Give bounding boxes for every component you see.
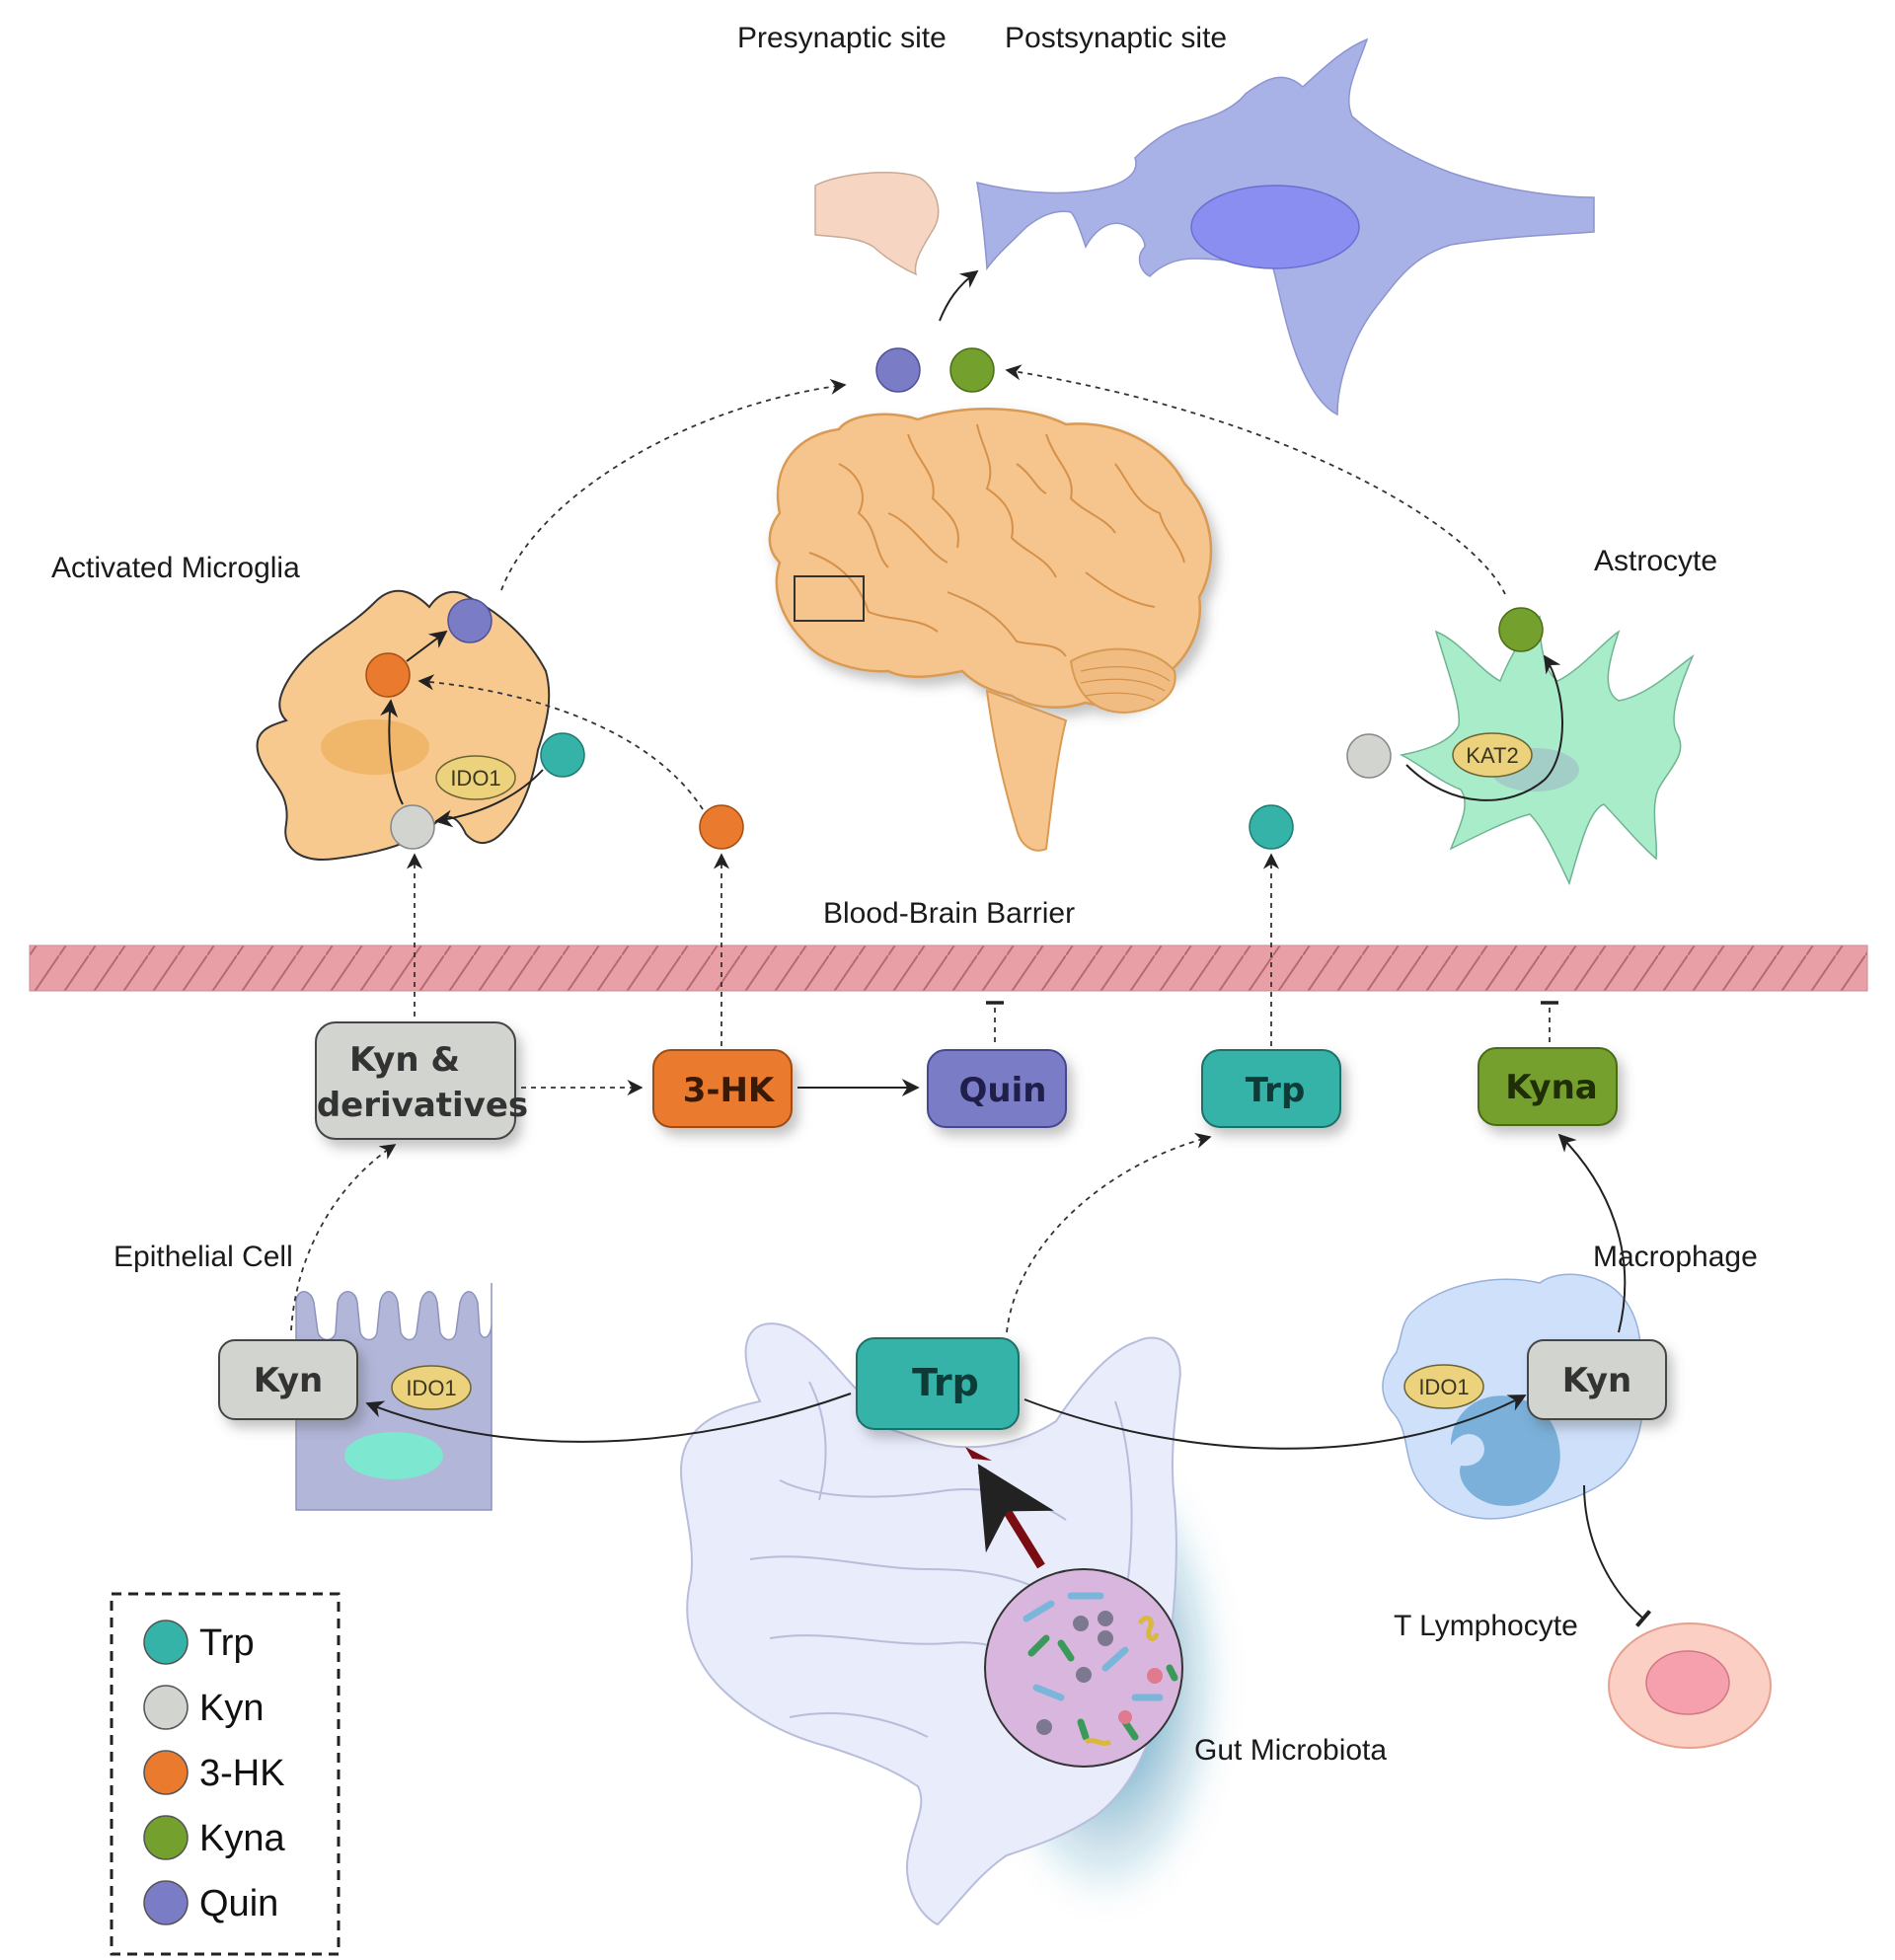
kyn-derivatives-box: Kyn & derivatives [315,1021,528,1140]
legend-swatch-kyna [143,1815,189,1860]
legend-label-quin: Quin [199,1883,278,1924]
arrow-kyn-to-3hk-microglia [380,699,404,805]
blood-brain-barrier [29,944,1868,992]
legend-label-kyn: Kyn [199,1688,264,1729]
kyna-molecule-astrocyte [1498,607,1544,652]
activated-microglia-label: Activated Microglia [51,552,300,584]
epithelial-nucleus [344,1432,443,1479]
quin-box-label: Quin [959,1071,1047,1110]
quin-molecule-synapse [875,347,921,393]
kyn-epithelial-box: Kyn [218,1339,358,1420]
trp-blood-box: Trp [1201,1049,1341,1128]
legend-swatch-trp [143,1620,189,1665]
legend-border [110,1592,341,1956]
epithelial-ido1-enzyme [391,1365,472,1410]
arrow-kyn-to-blood [290,1144,397,1331]
kyn-epithelial-box-label: Kyn [254,1361,324,1400]
kyn-molecule-astrocyte [1346,733,1392,779]
gut-microbiota-circle [984,1568,1183,1768]
arrow-3hk-into-microglia [417,674,704,810]
macrophage-ido1-label: IDO1 [1418,1375,1469,1399]
arrow-astrocyte-to-synapse [1005,364,1506,595]
legend-label-kyna: Kyna [199,1818,285,1859]
arrow-trp-to-macrophage-kyn [1023,1395,1527,1450]
kyn-molecule-microglia [390,804,435,850]
t-lymphocyte-label: T Lymphocyte [1394,1610,1578,1642]
bbb-label: Blood-Brain Barrier [823,897,1075,930]
microbiota-to-trp-arrow [977,1464,1054,1569]
trp-gut-box-label: Trp [912,1361,979,1404]
astrocyte-kat2-enzyme [1452,732,1533,778]
arrow-gut-trp-to-blood [1006,1132,1212,1333]
presynaptic-label: Presynaptic site [737,22,947,54]
arrow-kyn-to-kyna-astrocyte [1405,654,1563,801]
macrophage-nucleus [1451,1395,1560,1506]
hk-molecule-microglia [365,652,411,698]
microglia-ido1-label: IDO1 [450,766,500,791]
hk-molecule-crossed [699,804,744,850]
neuron-nucleus [1190,185,1360,269]
macrophage-label: Macrophage [1593,1241,1758,1273]
brain-inset-box [794,575,865,622]
arrow-trp-to-kyn-microglia [434,769,544,828]
legend-swatch-kyn [143,1685,189,1730]
hk-box: 3-HK [652,1049,793,1128]
legend-swatch-quin [143,1880,189,1925]
microglia-ido1-enzyme [435,755,516,800]
kyn-derivatives-label-1: Kyn & [349,1040,460,1080]
arrow-3hk-to-quin-microglia [406,630,448,662]
kyna-box-label: Kyna [1505,1068,1597,1107]
quin-box: Quin [927,1049,1067,1128]
quin-molecule-microglia [447,598,493,643]
microglia-nucleus [321,719,429,775]
trp-gut-box: Trp [856,1337,1020,1430]
legend-item-kyn: Kyn [143,1685,264,1730]
kyna-box: Kyna [1478,1047,1618,1126]
kyn-derivatives-label-2: derivatives [317,1086,528,1125]
legend-label-3-hk: 3-HK [199,1753,285,1794]
arrow-kyn-to-kyna [1557,1133,1627,1333]
trp-molecule-crossed [1249,804,1294,850]
trp-blood-box-label: Trp [1246,1071,1306,1110]
astrocyte-kat2-label: KAT2 [1466,743,1518,768]
microbiota-arrow-head [965,1447,992,1461]
arrow-to-synapse [939,269,979,322]
arrow-trp-to-epithelial-kyn [365,1393,852,1443]
t-lymphocyte-nucleus [1645,1650,1730,1715]
legend-swatch-3-hk [143,1750,189,1795]
presynaptic-terminal [814,171,940,276]
macrophage-ido1-enzyme [1403,1364,1484,1409]
kyn-macrophage-box: Kyn [1527,1339,1667,1420]
hk-box-label: 3-HK [683,1071,776,1110]
astrocyte-label: Astrocyte [1594,545,1717,577]
kyn-macrophage-box-label: Kyn [1562,1361,1632,1400]
gut-microbiota-label: Gut Microbiota [1194,1734,1387,1767]
brain-illustration [768,408,1213,852]
postsynaptic-label: Postsynaptic site [1005,22,1227,54]
legend-item-kyna: Kyna [143,1815,285,1860]
legend-item-quin: Quin [143,1880,278,1925]
epithelial-ido1-label: IDO1 [406,1376,456,1400]
epithelial-cell-label: Epithelial Cell [114,1241,293,1273]
legend-label-trp: Trp [199,1622,255,1664]
trp-molecule-microglia [540,732,585,778]
kyna-molecule-synapse [949,347,995,393]
inhibit-t-lymphocyte [1583,1484,1652,1627]
legend-item-trp: Trp [143,1620,255,1665]
legend-item-3-hk: 3-HK [143,1750,285,1795]
